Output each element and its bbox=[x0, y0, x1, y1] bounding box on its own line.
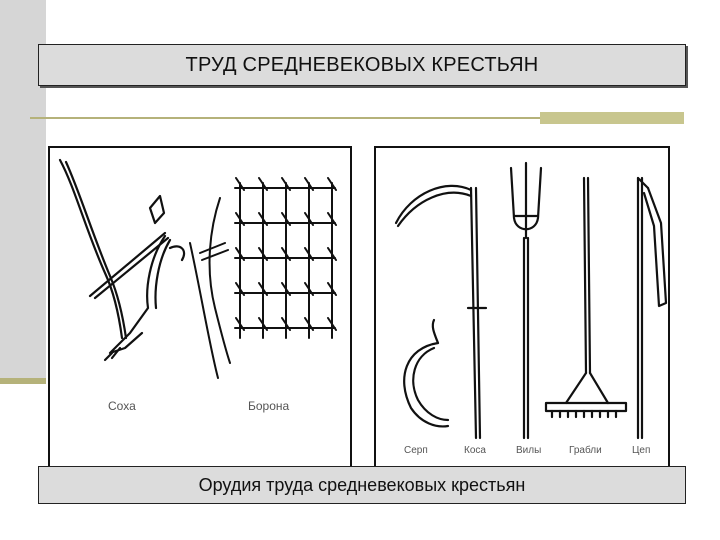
pitchfork-label: Вилы bbox=[516, 445, 541, 456]
flail-icon bbox=[636, 176, 668, 440]
hand-tools-drawing: Серп Коса Вилы Грабли Цеп bbox=[394, 161, 668, 456]
side-decor-accent bbox=[0, 378, 46, 384]
rake-icon bbox=[544, 176, 628, 419]
rake-label: Грабли bbox=[569, 444, 602, 456]
sickle-icon bbox=[403, 318, 450, 428]
plough-harrow-drawing: Соха Борона bbox=[58, 158, 337, 413]
slide-title-box: ТРУД СРЕДНЕВЕКОВЫХ КРЕСТЬЯН bbox=[38, 44, 686, 86]
harrow-label: Борона bbox=[248, 399, 290, 413]
flail-label: Цеп bbox=[632, 445, 650, 456]
scythe-label: Коса bbox=[464, 445, 486, 456]
sickle-label: Серп bbox=[404, 445, 428, 456]
rule-accent-block bbox=[540, 112, 684, 124]
scythe-icon bbox=[394, 184, 488, 440]
slide-title: ТРУД СРЕДНЕВЕКОВЫХ КРЕСТЬЯН bbox=[185, 53, 539, 76]
horizontal-rule bbox=[30, 117, 684, 119]
pitchfork-icon bbox=[509, 161, 543, 440]
slide-caption-box: Орудия труда средневековых крестьян bbox=[38, 466, 686, 504]
harrow-icon bbox=[189, 177, 337, 379]
hand-tools-illustration: Серп Коса Вилы Грабли Цеп bbox=[374, 146, 670, 476]
plough-label: Соха bbox=[108, 399, 136, 413]
plough-harrow-illustration: Соха Борона bbox=[48, 146, 352, 476]
slide-caption: Орудия труда средневековых крестьян bbox=[198, 474, 526, 495]
plough-icon bbox=[58, 158, 186, 362]
